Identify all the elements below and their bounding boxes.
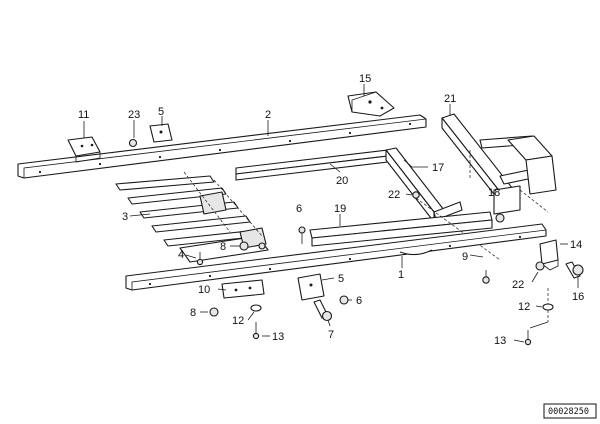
callout-labels: 11 23 5 2 15 21 17 20 22 18 19 3 8 6 4 9… bbox=[78, 73, 584, 347]
callout-5-top: 5 bbox=[158, 106, 164, 118]
document-number: 00028250 bbox=[543, 403, 597, 419]
callout-10: 10 bbox=[198, 284, 210, 296]
callout-6-mid: 6 bbox=[296, 203, 302, 215]
document-number-text: 00028250 bbox=[548, 407, 589, 417]
callout-7: 7 bbox=[328, 329, 334, 341]
callout-14: 14 bbox=[570, 239, 582, 251]
callout-20: 20 bbox=[336, 175, 348, 187]
bolt-7 bbox=[313, 299, 333, 322]
screw-13-right bbox=[524, 330, 532, 346]
main-rail-1 bbox=[125, 223, 547, 291]
callout-6-bottom: 6 bbox=[356, 295, 362, 307]
callout-22-right: 22 bbox=[512, 279, 524, 291]
screw-13-left bbox=[252, 322, 260, 340]
bracket-5-top bbox=[149, 123, 173, 143]
screw-4 bbox=[196, 252, 204, 266]
callout-8-bottom: 8 bbox=[190, 307, 196, 319]
callout-17: 17 bbox=[432, 162, 444, 174]
callout-16: 16 bbox=[572, 291, 584, 303]
nut-23 bbox=[128, 138, 138, 148]
rail-19 bbox=[309, 211, 493, 247]
bracket-14 bbox=[539, 239, 559, 271]
nut-6-mid bbox=[258, 242, 266, 250]
screw-9 bbox=[482, 270, 490, 284]
bolt-8-mid bbox=[239, 241, 249, 251]
bracket-15 bbox=[347, 91, 395, 117]
frame-17 bbox=[385, 147, 463, 223]
callout-11: 11 bbox=[78, 109, 89, 121]
bolt-6-upper bbox=[298, 226, 306, 244]
bracket-5-bottom bbox=[297, 273, 325, 301]
callout-3: 3 bbox=[122, 211, 128, 223]
washer-12-right bbox=[542, 303, 554, 311]
callout-2: 2 bbox=[265, 109, 271, 121]
nut-6-bottom bbox=[339, 295, 349, 305]
washer-12-left bbox=[250, 304, 262, 312]
callout-15: 15 bbox=[359, 73, 371, 85]
bolt-8-bottom bbox=[209, 307, 219, 317]
upper-rail bbox=[17, 114, 427, 179]
callout-9: 9 bbox=[462, 251, 468, 263]
nut-22-mid bbox=[412, 191, 420, 199]
nut-22-right bbox=[535, 261, 545, 271]
middle-bar-20 bbox=[235, 149, 389, 181]
callout-1: 1 bbox=[398, 269, 404, 281]
nut-18 bbox=[495, 213, 505, 223]
callout-4: 4 bbox=[178, 249, 184, 261]
callout-12-right: 12 bbox=[518, 301, 530, 313]
callout-13-right: 13 bbox=[494, 335, 506, 347]
callout-5-bottom: 5 bbox=[338, 273, 344, 285]
bolt-16 bbox=[565, 261, 584, 279]
callout-13-left: 13 bbox=[272, 331, 284, 343]
callout-8-mid: 8 bbox=[220, 241, 226, 253]
leader-lines bbox=[83, 84, 579, 343]
callout-23: 23 bbox=[128, 109, 140, 121]
callout-19: 19 bbox=[334, 203, 346, 215]
callout-22-mid: 22 bbox=[388, 189, 400, 201]
bracket-10 bbox=[221, 279, 265, 299]
structure-21 bbox=[441, 113, 557, 215]
callout-21: 21 bbox=[444, 93, 456, 105]
callout-12-left: 12 bbox=[232, 315, 244, 327]
callout-18: 18 bbox=[488, 187, 500, 199]
